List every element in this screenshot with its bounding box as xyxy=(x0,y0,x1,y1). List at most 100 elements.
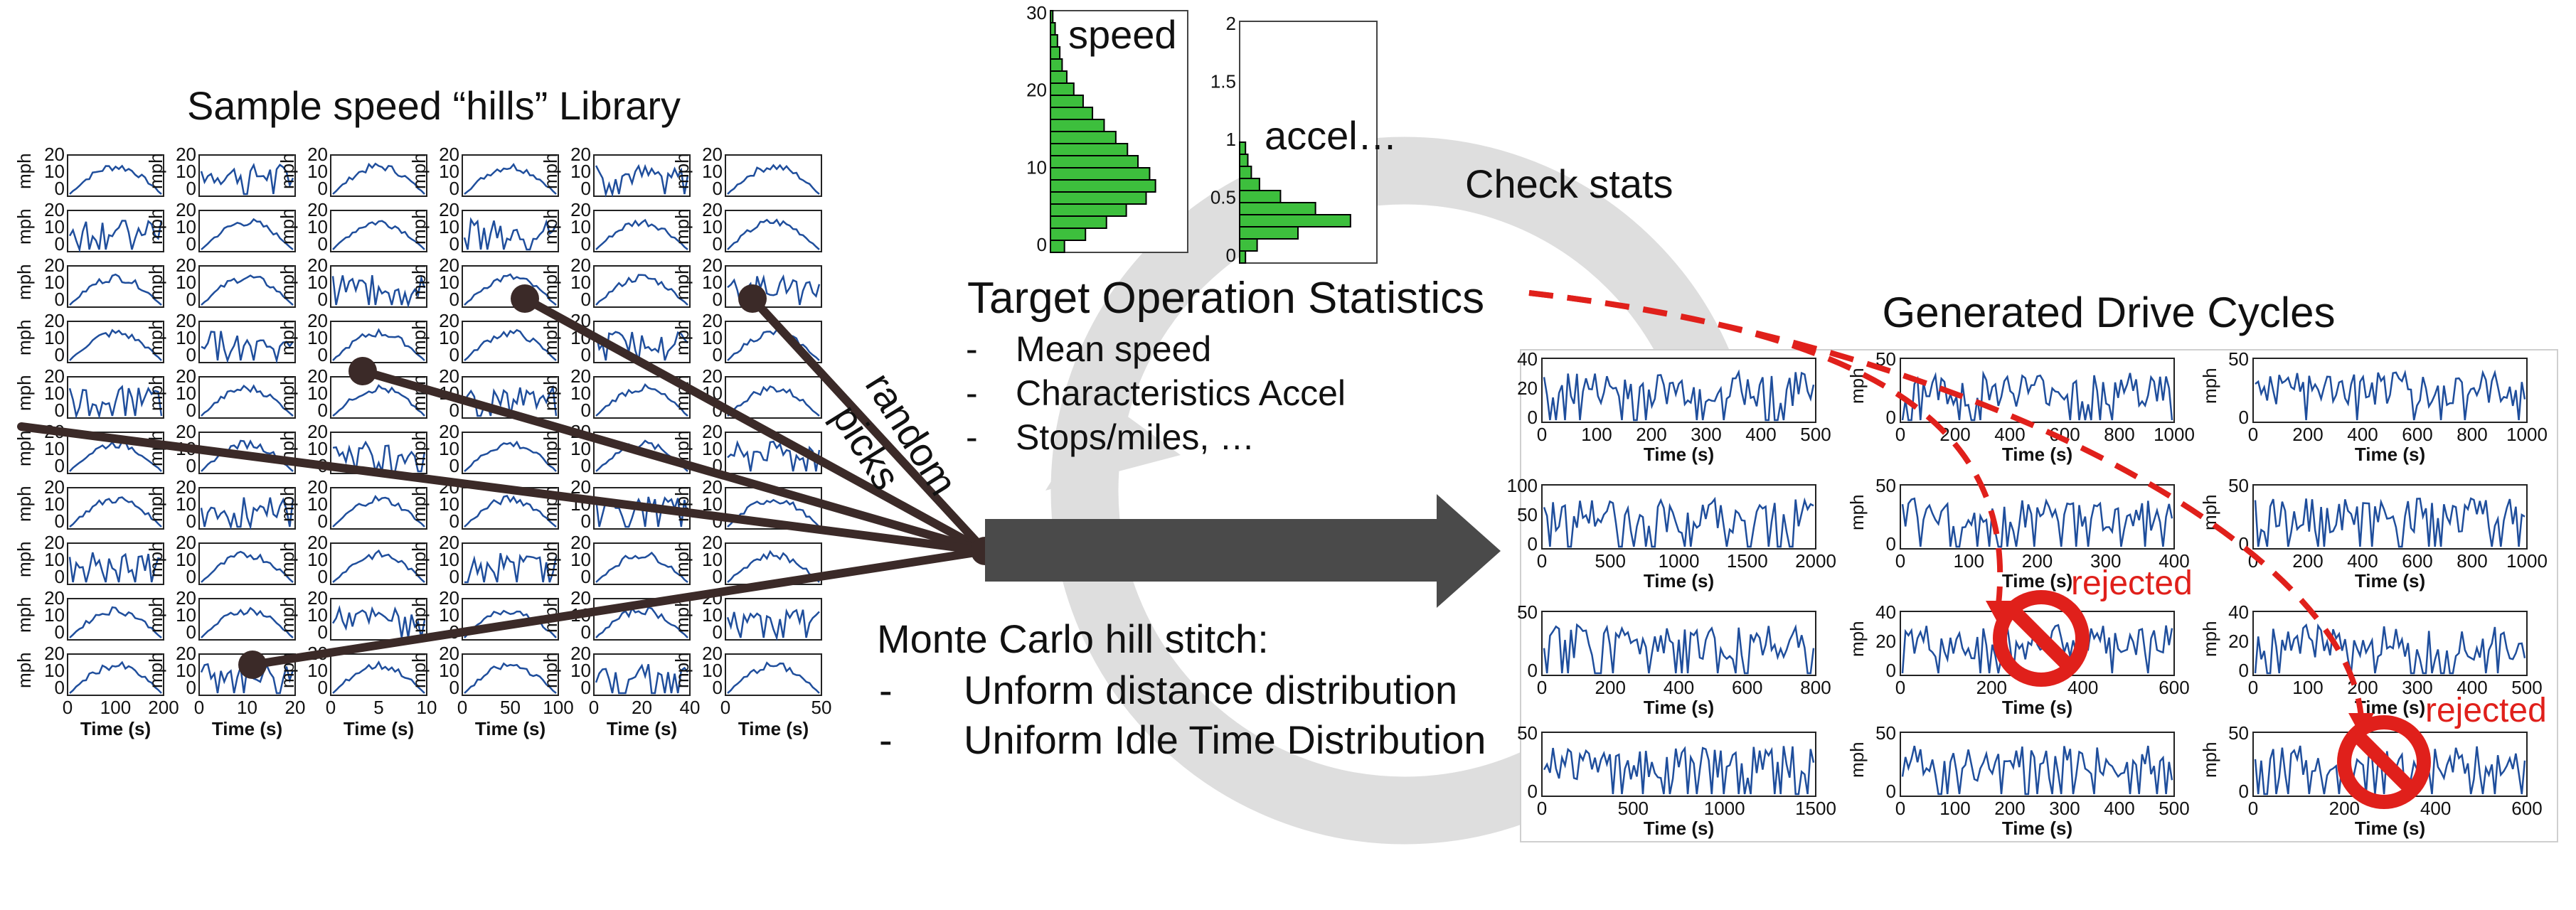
y-tick-label: 0 xyxy=(318,178,328,199)
hill-trace xyxy=(69,606,162,638)
y-tick-label: 0.5 xyxy=(1210,187,1236,208)
x-tick-label: 600 xyxy=(2511,798,2542,819)
y-tick-label: 10 xyxy=(44,438,65,459)
y-tick-label: 2 xyxy=(1226,13,1236,34)
y-tick-label: 20 xyxy=(307,421,328,442)
y-tick-label: 0 xyxy=(186,344,196,365)
x-axis-label: Time (s) xyxy=(2355,444,2425,465)
x-axis-label: Time (s) xyxy=(212,718,282,739)
y-tick-label: 0 xyxy=(55,510,65,532)
x-tick-label: 400 xyxy=(1745,424,1776,445)
thumbnail-axes xyxy=(67,653,164,696)
x-tick-label: 200 xyxy=(148,697,179,718)
y-tick-label: 0 xyxy=(318,400,328,421)
hill-trace xyxy=(332,384,425,417)
x-tick-label: 10 xyxy=(237,697,257,718)
y-tick-label: 0 xyxy=(318,344,328,365)
y-tick-label: 0 xyxy=(318,289,328,310)
y-tick-label: 0 xyxy=(186,510,196,532)
y-tick-label: 0 xyxy=(449,566,459,587)
y-axis-label: mph xyxy=(1846,494,1868,530)
y-axis-label: mph xyxy=(14,375,35,411)
y-tick-label: 0 xyxy=(2239,781,2249,802)
thumbnail-axes xyxy=(462,154,559,197)
x-axis-label: Time (s) xyxy=(738,718,809,739)
y-tick-label: 10 xyxy=(570,660,591,681)
histogram-bar xyxy=(1239,202,1316,215)
y-tick-label: 0 xyxy=(1886,407,1896,428)
histogram-label: accel… xyxy=(1265,113,1398,158)
y-tick-label: 0 xyxy=(55,400,65,421)
y-axis-label: mph xyxy=(14,541,35,577)
y-tick-label: 40 xyxy=(2228,601,2249,623)
hill-trace xyxy=(201,331,294,364)
thumbnail-axes xyxy=(67,487,164,530)
histogram-bar xyxy=(1239,166,1252,179)
y-tick-label: 0 xyxy=(318,677,328,698)
hill-trace xyxy=(69,164,162,195)
histogram-bar xyxy=(1050,167,1151,181)
y-tick-label: 0 xyxy=(318,233,328,255)
x-tick-label: 0 xyxy=(589,697,599,718)
histogram-bar xyxy=(1239,178,1260,191)
thumbnail-axes xyxy=(593,542,691,585)
x-tick-label: 1500 xyxy=(1795,798,1836,819)
x-tick-label: 50 xyxy=(811,697,832,718)
y-tick-label: 0 xyxy=(581,178,591,199)
monte-carlo-title: Monte Carlo hill stitch: xyxy=(877,616,1269,661)
y-tick-label: 10 xyxy=(307,327,328,348)
y-tick-label: 0 xyxy=(713,344,723,365)
y-tick-label: 20 xyxy=(307,144,328,165)
y-tick-label: 0 xyxy=(1528,533,1538,555)
histogram-bar xyxy=(1050,46,1061,60)
y-tick-label: 0 xyxy=(186,289,196,310)
y-tick-label: 0 xyxy=(318,621,328,643)
thumbnail-axes xyxy=(593,265,691,308)
histogram-bar xyxy=(1050,10,1054,23)
hill-trace xyxy=(69,440,162,472)
y-tick-label: 10 xyxy=(307,604,328,626)
x-tick-label: 200 xyxy=(1994,798,2025,819)
y-tick-label: 0 xyxy=(318,510,328,532)
histogram-bar xyxy=(1050,82,1075,96)
x-axis-label: Time (s) xyxy=(1644,818,1714,839)
y-tick-label: 20 xyxy=(702,532,723,553)
y-axis-label: mph xyxy=(408,596,430,633)
y-axis-label: mph xyxy=(14,652,35,688)
x-tick-label: 300 xyxy=(2090,550,2121,572)
y-tick-label: 10 xyxy=(44,327,65,348)
y-tick-label: 20 xyxy=(176,144,196,165)
hill-trace xyxy=(727,550,820,583)
svg-text:-: - xyxy=(966,373,978,413)
histogram-bar xyxy=(1239,214,1351,228)
y-axis-label: mph xyxy=(540,153,561,189)
y-tick-label: 0 xyxy=(713,289,723,310)
hill-trace xyxy=(595,606,688,638)
x-tick-label: 5 xyxy=(373,697,383,718)
y-tick-label: 20 xyxy=(702,365,723,387)
y-tick-label: 0 xyxy=(1886,533,1896,555)
y-tick-label: 10 xyxy=(307,161,328,182)
x-tick-label: 200 xyxy=(2022,550,2053,572)
hill-trace xyxy=(68,552,162,583)
thumbnail-axes xyxy=(330,487,427,530)
target-item: Characteristics Accel xyxy=(1016,373,1346,413)
x-tick-label: 100 xyxy=(543,697,573,718)
y-tick-label: 0 xyxy=(186,677,196,698)
y-tick-label: 10 xyxy=(307,438,328,459)
y-tick-label: 10 xyxy=(307,382,328,404)
y-tick-label: 10 xyxy=(176,660,196,681)
y-tick-label: 20 xyxy=(307,476,328,498)
x-tick-label: 200 xyxy=(2292,424,2323,445)
y-tick-label: 20 xyxy=(307,255,328,276)
x-tick-label: 400 xyxy=(2067,677,2098,698)
y-tick-label: 20 xyxy=(307,532,328,553)
y-tick-label: 10 xyxy=(570,549,591,570)
y-tick-label: 50 xyxy=(2228,722,2249,744)
plot-axes xyxy=(2252,484,2528,550)
